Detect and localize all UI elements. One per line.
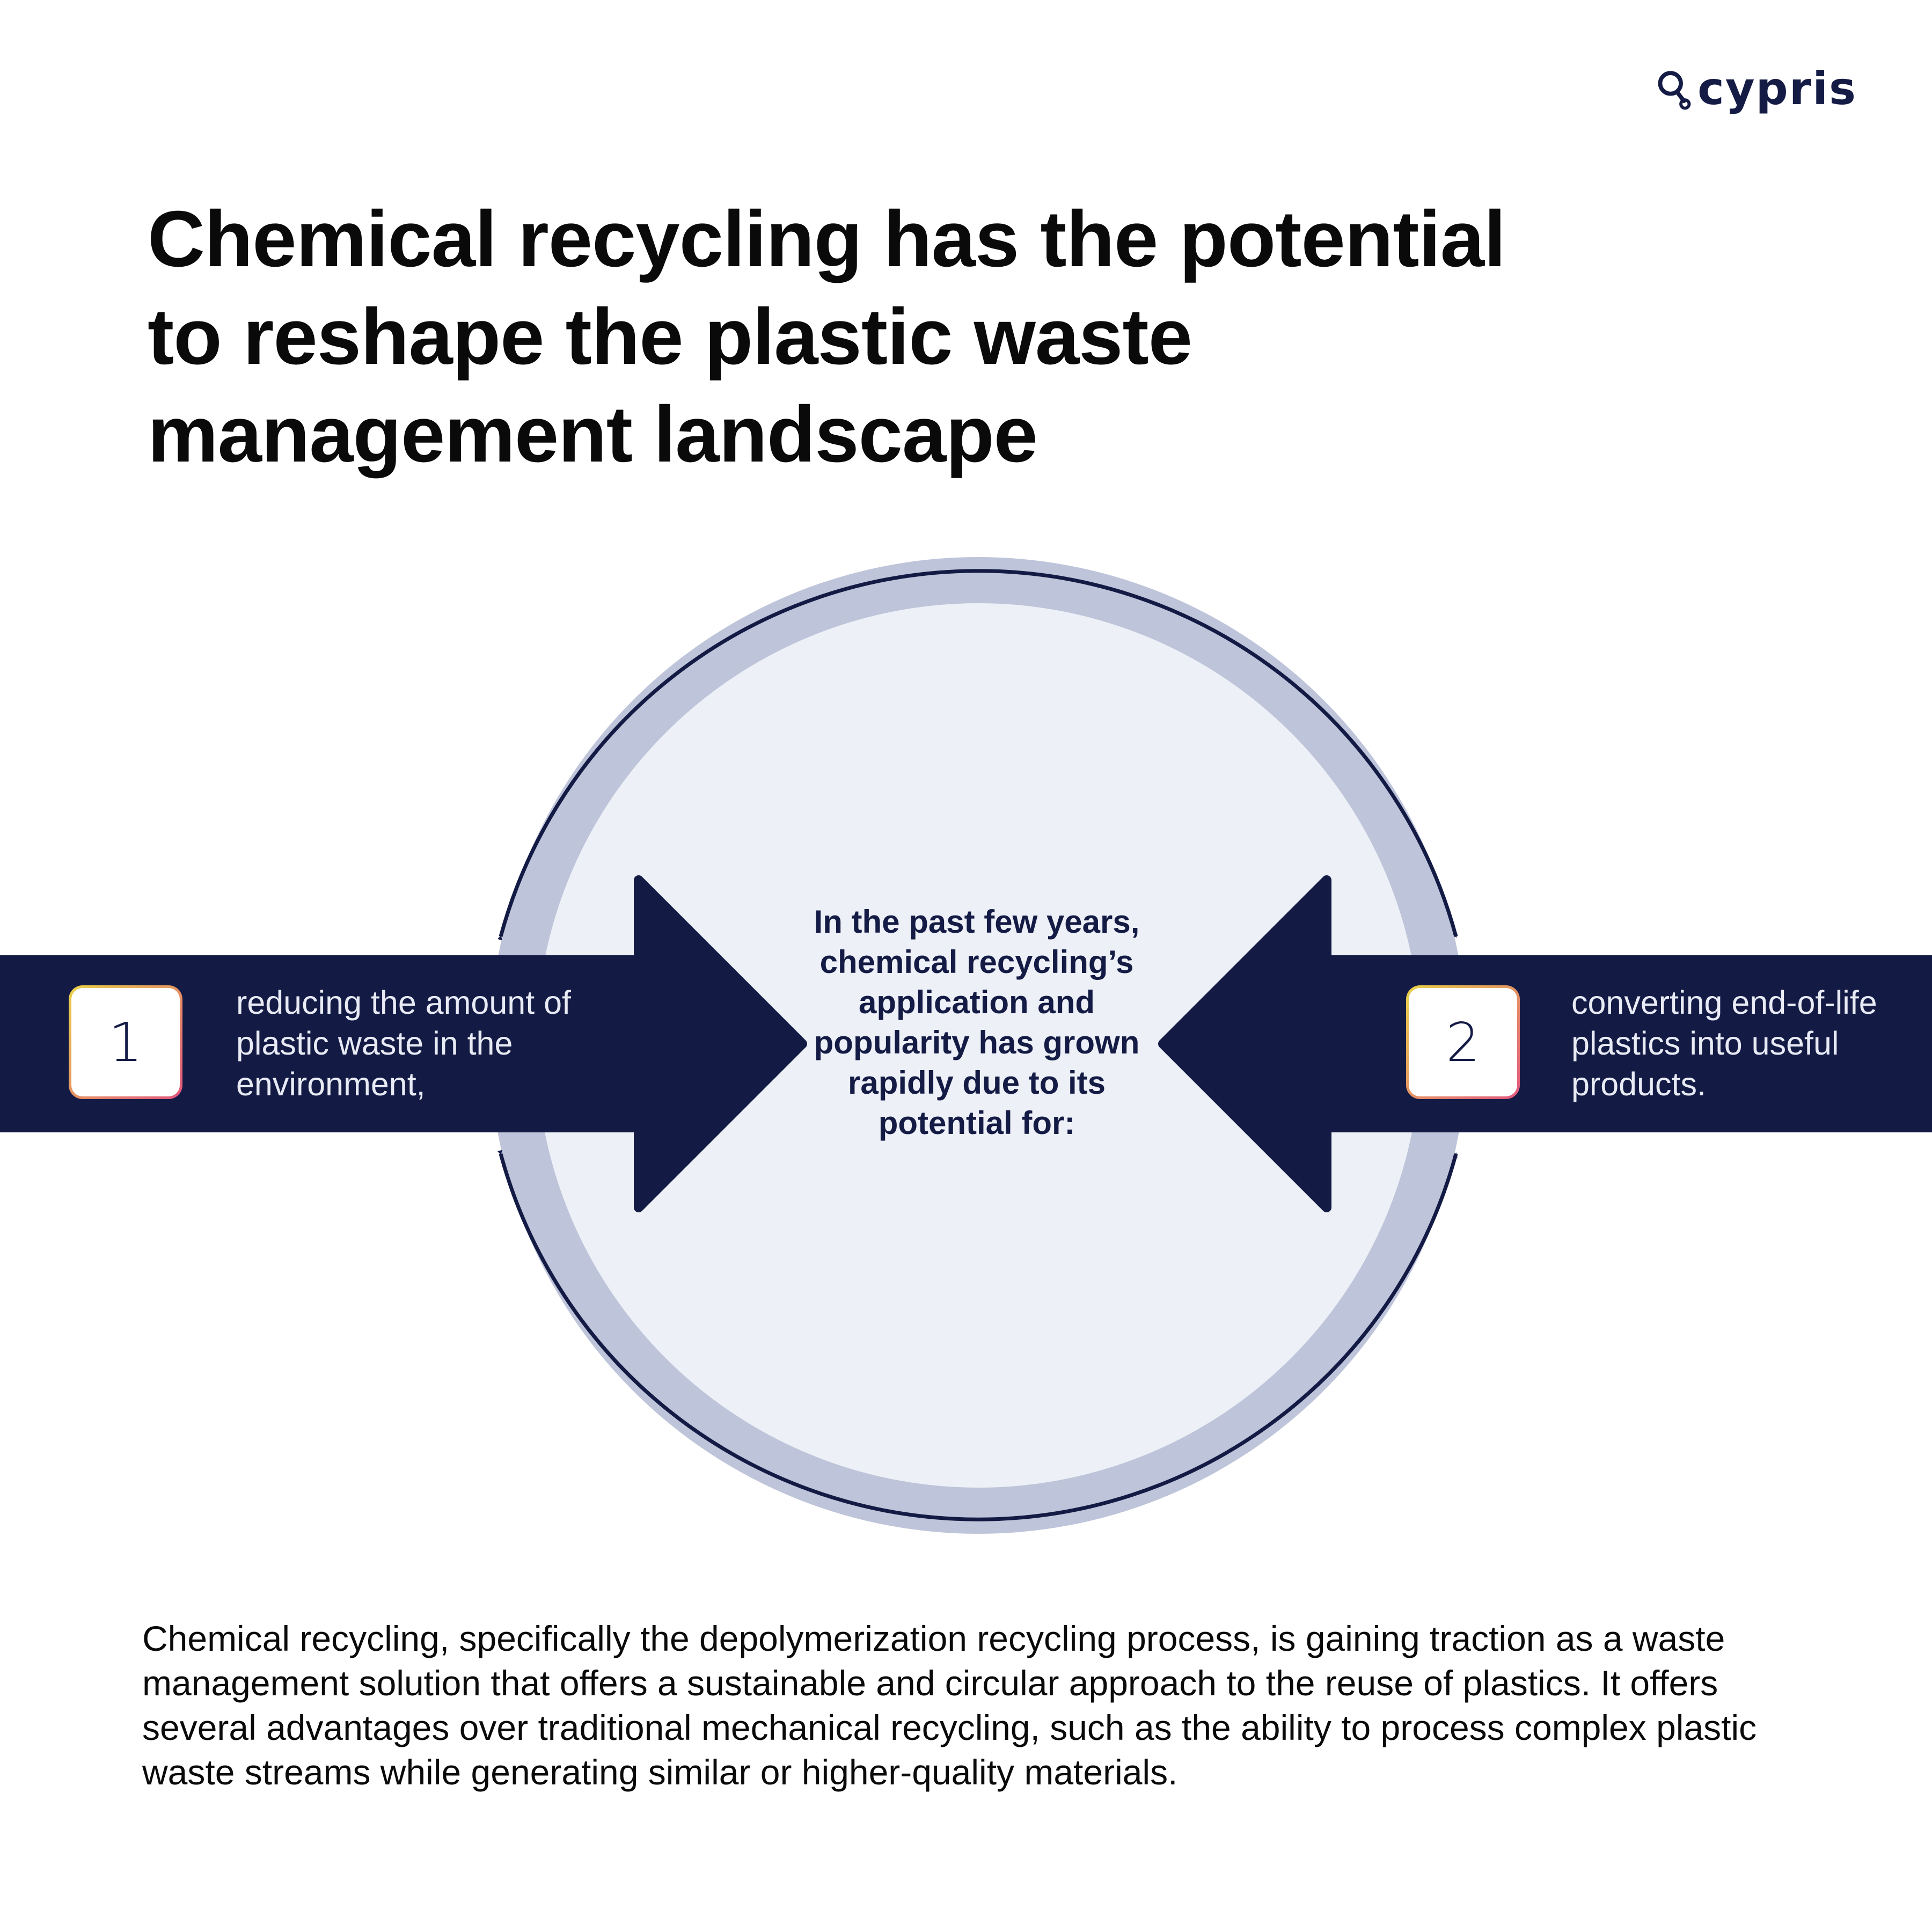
- item-2-text: converting end-of-life plastics into use…: [1571, 984, 1877, 1102]
- number-1: 1: [108, 1011, 143, 1074]
- right-arrow: [1158, 875, 1331, 1212]
- number-box-1: 1: [69, 985, 182, 1099]
- page-title: Chemical recycling has the potential to …: [148, 195, 1506, 479]
- item-1-text: reducing the amount of plastic waste in …: [236, 984, 571, 1102]
- left-arrow: [634, 875, 807, 1212]
- number-2: 2: [1446, 1011, 1480, 1074]
- brand-logo: cypris: [1653, 59, 1857, 118]
- cycle-arc-top: [497, 569, 1458, 941]
- number-box-2: 2: [1406, 985, 1520, 1099]
- brand-name: cypris: [1697, 62, 1857, 115]
- cycle-arc-bottom: [497, 1150, 1458, 1521]
- cypris-logo-icon: [1658, 71, 1691, 110]
- center-text: In the past few years, chemical recyclin…: [814, 904, 1140, 1141]
- footer-paragraph: Chemical recycling, specifically the dep…: [142, 1619, 1757, 1792]
